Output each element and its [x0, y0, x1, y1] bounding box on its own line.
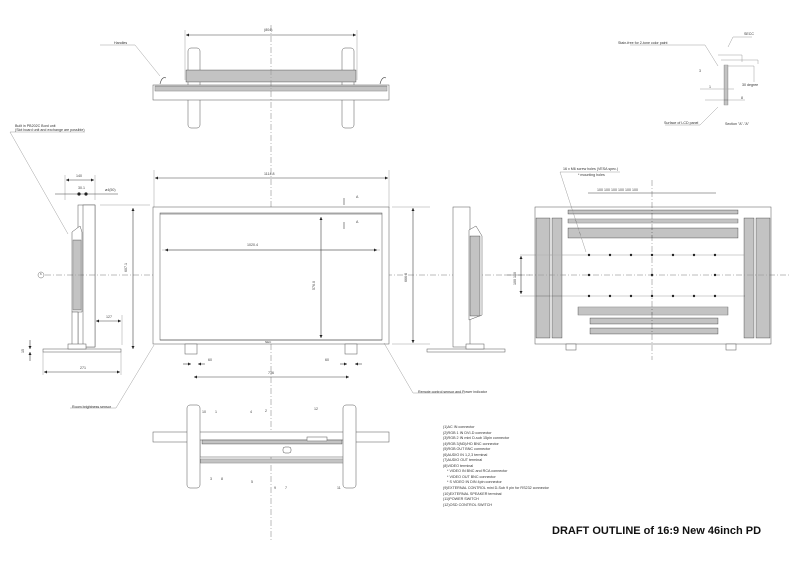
callout-9: 9 — [274, 486, 276, 490]
legend-item: (11)POWER SWITCH — [443, 497, 479, 502]
stand-height-dim: 15 — [21, 349, 25, 353]
overall-width-dim: 1114.8 — [264, 172, 275, 176]
callout-6: 6 — [40, 272, 42, 276]
lcd-surface-label: Surface of LCD panel — [664, 121, 699, 125]
legend-item: (5)RGB OUT BNC connector — [443, 447, 491, 452]
callout-11: 11 — [337, 486, 341, 490]
legend-item: (7)AUDIO OUT terminal — [443, 458, 483, 463]
callout-12: 12 — [314, 407, 318, 411]
stand-offset-dim: 127 — [106, 315, 112, 319]
stand-spacing-dim: 736 — [268, 371, 274, 375]
legend-subitem: * VIDEO IN BNC and RCA connector — [447, 469, 508, 474]
spacing-6: 100 — [632, 188, 638, 192]
legend-item: (12)OSD CONTROL SWITCH — [443, 502, 493, 507]
rear-view — [505, 171, 790, 360]
thickness-dim: 30.1 — [78, 186, 85, 190]
top-width-dim: (804) — [264, 28, 273, 32]
stain-free-label: Stain-free for 2-tone color paint — [618, 41, 668, 45]
room-sensor-label: Room brightness sensor — [72, 405, 111, 409]
legend-item: (9)EXTERNAL CONTROL mini D-Sub 9 pin for… — [443, 486, 549, 491]
section-mark-a-top: A — [356, 195, 359, 199]
callout-4: 4 — [250, 410, 252, 414]
stand-width-left-dim: 60 — [208, 358, 212, 362]
callout-5: 5 — [251, 480, 253, 484]
legend-subitem: * S VIDEO IN DIN 4pin connector — [447, 480, 502, 485]
side-view-right — [426, 206, 506, 353]
callout-2: 2 — [265, 409, 267, 413]
pb-board-note-2: (Slot board unit and exchange are possib… — [15, 128, 85, 132]
section-dim-2: 1 — [709, 85, 711, 89]
hole-dim: ø4(50) — [105, 188, 116, 192]
legend-item: (2)RGB 1 IN DVI-D connector — [443, 430, 492, 435]
stand-width-right-dim: 60 — [325, 358, 329, 362]
top-view — [100, 25, 390, 540]
bottom-view — [152, 404, 390, 489]
vesa-vertical-spacing: 100 100 — [513, 272, 517, 285]
callout-1: 1 — [215, 410, 217, 414]
section-mark-a-bottom: A — [356, 220, 359, 224]
legend-item: (1)AC IN connector — [443, 425, 475, 429]
callout-7: 7 — [285, 486, 287, 490]
overall-height-dim: 666.8 — [404, 273, 408, 282]
callout-8: 8 — [221, 477, 223, 481]
screen-height-dim: 576.0 — [312, 281, 316, 290]
legend-item: (10)EXTERNAL SPEAKER terminal — [443, 491, 502, 496]
callout-3: 3 — [210, 477, 212, 481]
callout-10: 10 — [202, 410, 206, 414]
screen-width-dim: 1020.4 — [247, 243, 258, 247]
legend-item: (6)AUDIO IN 1,2,3 terminal — [443, 452, 488, 457]
spacing-3: 100 — [611, 188, 617, 192]
secc-label: SECC — [744, 32, 754, 36]
spacing-4: 100 — [618, 188, 624, 192]
spacing-5: 100 — [625, 188, 631, 192]
vesa-holes-label: 16 x M6 screw holes (VESA spec.) — [563, 167, 619, 171]
remote-sensor-label: Remote control sensor and Power indicato… — [418, 390, 487, 394]
handles-label: Handles — [114, 41, 128, 45]
vesa-spacing: 100 100 100 100 100 100 — [597, 188, 638, 193]
pb-board-note: Built in PB202C Bord unit — [15, 124, 56, 128]
brand-logo: NEC — [265, 340, 272, 344]
legend-item: (3)RGB 2 IN mini D-sub 15pin connector — [443, 436, 510, 441]
section-dim-3: 8 — [741, 96, 743, 100]
legend-item: (8)VIDEO terminal — [443, 463, 474, 468]
section-detail — [630, 36, 759, 126]
angle-label: 30 degree — [742, 83, 759, 87]
connector-legend: (1)AC IN connector (2)RGB 1 IN DVI-D con… — [443, 425, 549, 508]
side-view-left — [9, 131, 530, 375]
legend-item: (4)RGB 3(ND)/HD BNC connector — [443, 441, 499, 446]
depth-dim: 140 — [76, 174, 82, 178]
legend-subitem: * VIDEO OUT BNC connector — [447, 474, 496, 479]
spacing-2: 100 — [604, 188, 610, 192]
mounting-holes-label: * mounting holes — [578, 173, 605, 177]
section-dim-1: 3 — [699, 69, 701, 73]
front-view — [70, 170, 465, 409]
section-aa-label: Section "A"-"A" — [725, 122, 750, 126]
stand-depth-dim: 271 — [80, 366, 86, 370]
spacing-1: 100 — [597, 188, 603, 192]
drawing-title: DRAFT OUTLINE of 16:9 New 46inch PD — [552, 525, 762, 537]
side-height-dim: 607.1 — [124, 263, 128, 272]
